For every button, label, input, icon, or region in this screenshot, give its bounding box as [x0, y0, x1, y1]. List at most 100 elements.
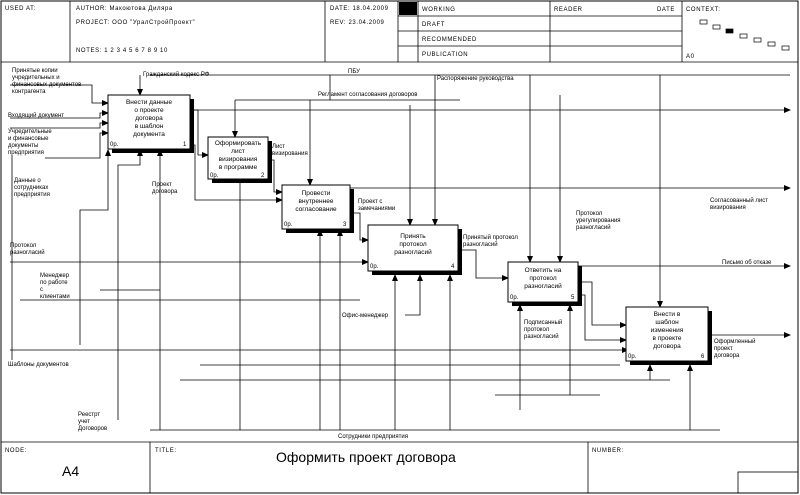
label-in-copies-3: финансовых документов: [12, 82, 81, 88]
activity-6-line-2: шаблон: [655, 318, 679, 326]
activity-box-1[interactable]: Внести данные о проекте договора в шабло…: [107, 94, 194, 153]
label-o-accepted-2: разногласий: [463, 241, 498, 248]
label-o-visa-2: визирования: [272, 151, 308, 157]
activity-3-line-3: согласование: [295, 206, 337, 213]
activity-1-line-4: в шаблон: [135, 122, 164, 130]
activity-box-6[interactable]: Внести в шаблон изменения в проекте дого…: [625, 306, 712, 365]
label-m-manager-2: по работе: [40, 280, 68, 286]
label-in-staff-3: предприятия: [14, 192, 50, 198]
activity-1-line-1: Внести данные: [126, 99, 172, 106]
label-in-founding-2: и финансовые: [8, 136, 49, 142]
label-m-manager-3: с: [40, 287, 43, 293]
number-label: NUMBER:: [592, 448, 624, 454]
activity-4-cost: 0р.: [370, 264, 379, 270]
status-working: WORKING: [422, 7, 456, 13]
label-in-doc: Входящий документ: [8, 112, 64, 119]
activity-1-line-2: о проекте: [134, 107, 164, 114]
label-in-copies-2: учредительных и: [12, 75, 60, 81]
label-out-final-2: проект: [714, 346, 733, 352]
activity-3-cost: 0р.: [284, 222, 293, 228]
activity-6-line-4: в проекте: [652, 335, 681, 342]
activity-1-line-3: договора: [135, 115, 163, 122]
activity-1-line-5: документа: [133, 131, 165, 138]
label-in-protocol-1: Протокол: [10, 243, 37, 249]
label-m-register-1: Реестрт: [78, 412, 100, 418]
rev-field: REV: 23.04.2009: [330, 20, 385, 26]
label-o-settle-3: разногласий: [576, 224, 611, 231]
label-o-signed-2: протокол: [524, 327, 550, 333]
activity-1-number: 1: [183, 142, 187, 148]
label-o-settle-2: урегулирования: [576, 218, 621, 224]
date-field: DATE: 18.04.2009: [330, 6, 389, 12]
context-node: A0: [686, 54, 695, 60]
node-label: NODE:: [5, 448, 27, 454]
status-draft: DRAFT: [422, 22, 445, 28]
context-label: CONTEXT:: [686, 7, 720, 13]
activity-5-cost: 0р.: [510, 295, 519, 301]
label-m-staff: Сотрудники предприятия: [338, 434, 408, 440]
footer-frame: [1, 441, 799, 494]
label-o-remarks-2: замечаниями: [358, 206, 395, 212]
activity-6-number: 6: [701, 354, 705, 360]
activity-3-line-2: внутреннее: [299, 198, 334, 205]
activity-6-line-3: изменения: [651, 327, 684, 334]
activity-2-line-3: визирования: [219, 156, 258, 163]
label-out-letter: Письмо об отказе: [722, 260, 772, 266]
label-ctl-pbu: ПБУ: [348, 69, 360, 75]
label-in-staff-1: Данные о: [14, 178, 41, 184]
label-ctl-mgmt: Распоряжение руководства: [437, 76, 514, 82]
title-label: TITLE:: [155, 448, 177, 454]
status-recommended: RECOMMENDED: [422, 37, 477, 43]
activity-box-3[interactable]: Провести внутреннее согласование 0р. 3: [281, 184, 354, 233]
activity-2-number: 2: [261, 173, 265, 179]
label-out-visa-1: Согласованный лист: [710, 197, 768, 204]
label-ctl-reglament: Регламент согласования договоров: [318, 92, 417, 98]
activity-4-number: 4: [451, 264, 455, 270]
reader-date-label: DATE: [657, 7, 675, 13]
label-o-signed-1: Подписанный: [524, 319, 562, 326]
used-at-label: USED AT:: [5, 6, 36, 12]
label-m-office: Офис-менеджер: [342, 313, 389, 319]
label-m-manager-4: клиентами: [40, 294, 70, 300]
activity-5-line-1: Ответить на: [525, 267, 562, 274]
label-in-staff-2: сотрудниках: [14, 185, 48, 191]
activity-6-cost: 0р.: [628, 354, 637, 360]
label-o-signed-3: разногласий: [524, 333, 559, 340]
label-in-copies-1: Принятые копии: [12, 68, 58, 74]
context-map-icon: [699, 19, 790, 51]
label-out-final-1: Оформленный: [714, 338, 756, 345]
label-in-copies-4: контрагента: [12, 89, 46, 95]
activity-5-line-3: разногласий: [524, 282, 562, 290]
label-out-visa-2: визирования: [710, 205, 746, 211]
activity-box-4[interactable]: Принять протокол разногласий 0р. 4: [367, 224, 462, 275]
activity-3-number: 3: [343, 222, 347, 228]
reader-label: READER: [554, 7, 583, 13]
label-out-final-3: договора: [714, 353, 740, 359]
label-in-founding-1: Учредительные: [8, 129, 52, 135]
activity-2-line-4: в программе: [219, 164, 258, 171]
activity-6-line-1: Внести в: [654, 311, 681, 318]
label-m-register-2: учет: [78, 419, 90, 425]
activity-3-line-1: Провести: [302, 190, 331, 197]
label-o-accepted-1: Принятый протокол: [463, 234, 518, 241]
label-in-protocol-2: разногласий: [10, 249, 45, 256]
label-ctl-civil: Гражданский кодекс РФ: [143, 71, 210, 78]
activity-2-line-2: лист: [231, 148, 245, 155]
label-in-founding-3: документы: [8, 143, 38, 149]
label-o-visa-1: Лист: [272, 144, 285, 150]
label-in-templates: Шаблоны документов: [8, 362, 69, 368]
label-o-settle-1: Протокол: [576, 211, 603, 217]
author-field: AUTHOR: Макоютова Диляра: [76, 6, 173, 12]
node-value: A4: [62, 463, 79, 479]
label-o-remarks-1: Проект с: [358, 199, 382, 205]
status-publication: PUBLICATION: [422, 52, 468, 58]
activity-2-cost: 0р.: [210, 173, 219, 179]
project-field: PROJECT: ООО "УралСтройПроект": [76, 19, 195, 26]
activity-box-2[interactable]: Оформировать лист визирования в программ…: [207, 136, 272, 183]
activity-5-number: 5: [571, 295, 575, 301]
diagram-title: Оформить проект договора: [276, 449, 456, 465]
activity-box-5[interactable]: Ответить на протокол разногласий 0р. 5: [507, 261, 582, 306]
activity-6-line-5: договора: [653, 343, 681, 350]
